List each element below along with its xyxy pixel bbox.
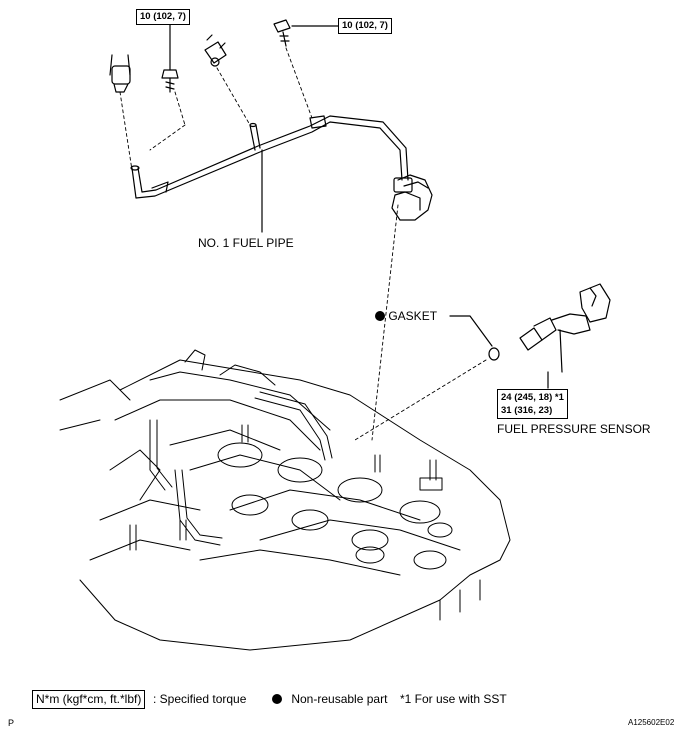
fuel-pipe xyxy=(130,115,433,221)
alignment-lines xyxy=(119,47,487,441)
legend-nonreusable-text: Non-reusable part xyxy=(291,692,388,706)
gasket xyxy=(488,347,500,361)
sensor-torque-line2: 31 (316, 23) xyxy=(501,405,553,416)
sensor-torque-line1: 24 (245, 18) *1 xyxy=(501,392,564,403)
engine-block xyxy=(59,349,511,651)
gasket-label-group: GASKET xyxy=(375,309,437,323)
legend-dot-icon xyxy=(272,694,282,704)
legend-torque-desc: : Specified torque xyxy=(153,692,247,706)
figure-id: A125602E02 xyxy=(628,718,675,727)
torque-spec-right: 10 (102, 7) xyxy=(338,18,392,34)
legend-nonreusable: Non-reusable part xyxy=(272,692,387,706)
torque-spec-left: 10 (102, 7) xyxy=(136,9,190,25)
fuel-pressure-sensor xyxy=(519,283,611,373)
bolt-left xyxy=(161,69,179,93)
page-mark: P xyxy=(8,718,15,728)
sensor-torque-spec: 24 (245, 18) *1 31 (316, 23) xyxy=(497,389,568,419)
sensor-label: FUEL PRESSURE SENSOR xyxy=(497,422,651,436)
gasket-leader xyxy=(449,315,493,347)
hose-connector-center xyxy=(204,34,227,67)
non-reusable-dot-icon xyxy=(375,311,385,321)
hose-connector xyxy=(109,54,131,93)
bolt-right xyxy=(273,19,291,47)
gasket-label: GASKET xyxy=(388,309,438,323)
legend-note: *1 For use with SST xyxy=(400,692,507,706)
legend-torque-unit: N*m (kgf*cm, ft.*lbf) xyxy=(32,690,146,709)
fuel-pipe-label: NO. 1 FUEL PIPE xyxy=(198,236,294,250)
